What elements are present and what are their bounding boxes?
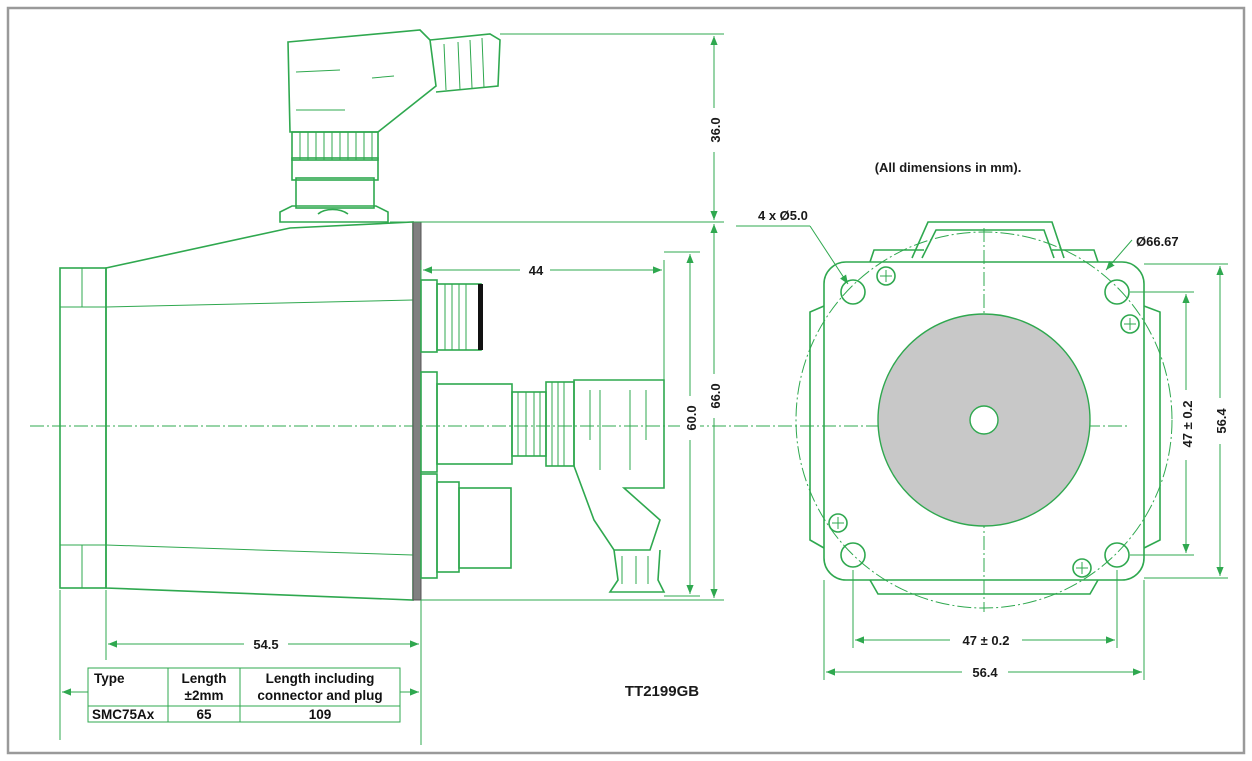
table-cell-type: SMC75Ax — [92, 707, 155, 722]
mount-hole-bl — [840, 542, 866, 568]
mount-hole-tr — [1104, 279, 1130, 305]
shaft-hole — [969, 405, 999, 435]
dim-hole-spacing-h: 47 ± 0.2 — [963, 633, 1010, 648]
frame-border — [6, 6, 1246, 755]
table-header-length-1: Length — [182, 671, 227, 686]
mount-hole-tl — [840, 279, 866, 305]
table-cell-incl: 109 — [309, 707, 332, 722]
flange-plate — [412, 221, 422, 601]
mount-hole-br — [1104, 542, 1130, 568]
dim-connector-offset: 44 — [529, 263, 544, 278]
dimension-table: Type Length ±2mm Length including connec… — [62, 667, 419, 723]
dim-body-length: 54.5 — [253, 637, 278, 652]
rear-cap — [59, 267, 107, 589]
dim-holes: 4 x Ø5.0 — [758, 208, 808, 223]
screw-4 — [1072, 558, 1092, 578]
top-connector — [279, 29, 501, 223]
front-view: (All dimensions in mm). — [736, 160, 1230, 680]
table-header-type: Type — [94, 671, 125, 686]
screw-3 — [828, 513, 848, 533]
dim-body-height: 66.0 — [708, 383, 723, 408]
dim-flange-h: 56.4 — [972, 665, 998, 680]
screw-1 — [876, 266, 896, 286]
table-header-length-2: ±2mm — [185, 688, 224, 703]
cable-glands — [420, 279, 666, 593]
dim-hole-spacing-v: 47 ± 0.2 — [1180, 401, 1195, 448]
front-flange — [823, 261, 1145, 581]
dimensions-note: (All dimensions in mm). — [875, 160, 1022, 175]
dim-face-height: 60.0 — [684, 405, 699, 430]
dim-flange-v: 56.4 — [1214, 408, 1229, 434]
table-header-incl-2: connector and plug — [257, 688, 382, 703]
screw-2 — [1120, 314, 1140, 334]
table-cell-length: 65 — [196, 707, 212, 722]
dim-connector-height: 36.0 — [708, 117, 723, 142]
dim-bolt-circle: Ø66.67 — [1136, 234, 1179, 249]
motor-body — [105, 221, 414, 601]
drawing-code: TT2199GB — [625, 683, 699, 700]
side-view: 36.0 66.0 60.0 44 54.5 — [30, 29, 800, 745]
table-header-incl-1: Length including — [266, 671, 375, 686]
